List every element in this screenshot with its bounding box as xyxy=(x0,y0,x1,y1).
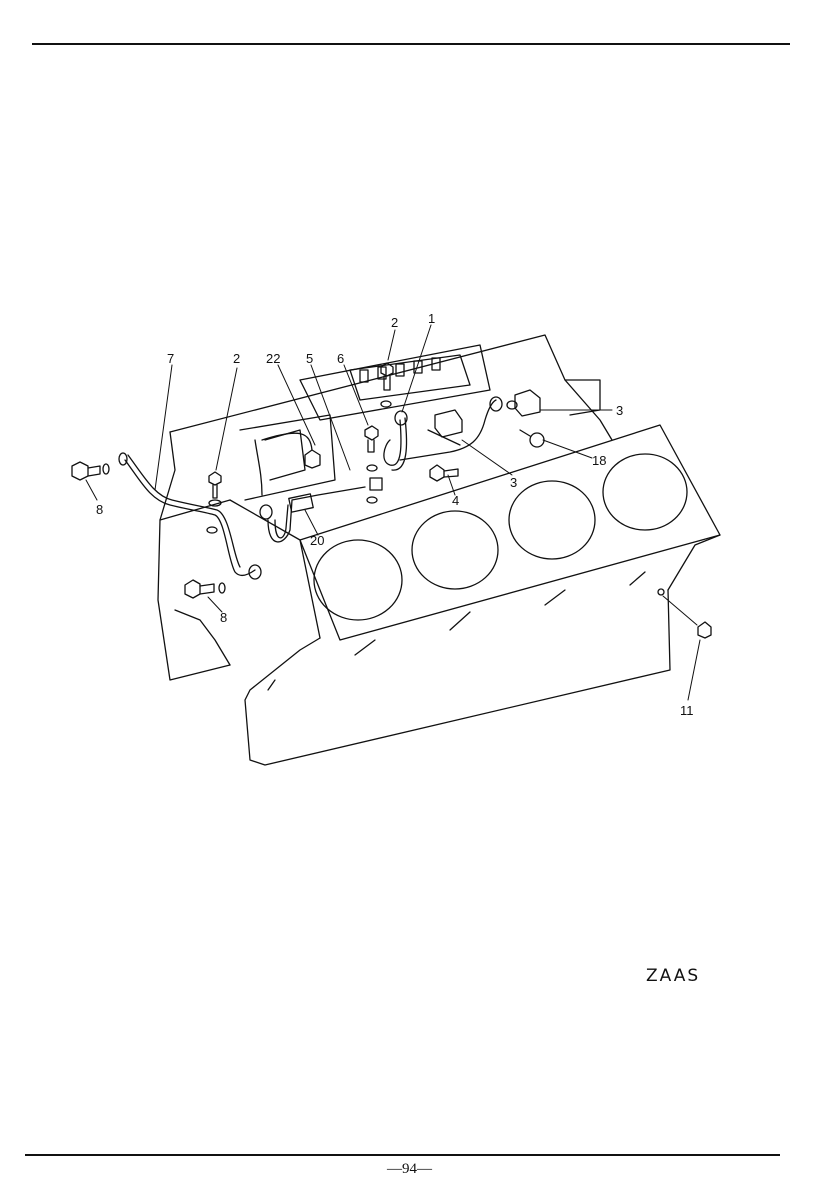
callout-2-left: 2 xyxy=(233,351,240,366)
leader-lines xyxy=(85,324,701,701)
callout-7: 7 xyxy=(167,351,174,366)
fuel-pipe-right xyxy=(399,399,497,461)
plug-11 xyxy=(657,588,712,639)
callout-5: 5 xyxy=(306,351,313,366)
injection-pump xyxy=(239,354,471,501)
cylinder-bores xyxy=(313,453,688,621)
top-rule xyxy=(32,43,790,45)
fuel-pipe-1 xyxy=(383,419,402,466)
bolt-2-top xyxy=(380,362,394,391)
callout-8-lower: 8 xyxy=(220,610,227,625)
callout-1: 1 xyxy=(428,311,435,326)
bolt-8-upper xyxy=(71,461,110,481)
callout-20: 20 xyxy=(310,533,324,548)
bolt-2-left xyxy=(208,471,222,507)
bolt-8-lower xyxy=(184,579,226,599)
fitting-18 xyxy=(519,429,545,448)
fuel-pipe-7 xyxy=(124,459,256,576)
model-code: ZAAS xyxy=(646,966,701,986)
cylinder-bore-1 xyxy=(313,539,403,621)
callout-2-top: 2 xyxy=(391,315,398,330)
bottom-rule xyxy=(25,1154,780,1156)
bolt-4 xyxy=(429,464,459,482)
callout-22: 22 xyxy=(266,351,280,366)
page-number: —94— xyxy=(387,1161,432,1177)
engine-block xyxy=(157,334,721,766)
callout-3-middle: 3 xyxy=(510,475,517,490)
cylinder-bore-2 xyxy=(411,510,499,590)
callouts: 7 2 22 5 6 2 1 3 18 3 4 20 8 8 11 xyxy=(96,311,694,718)
callout-18: 18 xyxy=(592,453,606,468)
callout-4: 4 xyxy=(452,493,459,508)
cylinder-bore-3 xyxy=(508,480,596,560)
callout-6: 6 xyxy=(337,351,344,366)
clamp-3-left xyxy=(434,409,463,438)
bolt-6 xyxy=(364,425,379,453)
fuel-pipe-20 xyxy=(267,486,366,543)
plug-22 xyxy=(304,449,321,469)
bolts xyxy=(71,362,712,639)
callout-3-right: 3 xyxy=(616,403,623,418)
callout-8-upper: 8 xyxy=(96,502,103,517)
cylinder-bore-4 xyxy=(602,453,688,531)
callout-11: 11 xyxy=(680,703,694,718)
fuel-pipes xyxy=(118,396,503,580)
clamp-3-right xyxy=(514,389,541,417)
clamps xyxy=(369,389,541,491)
